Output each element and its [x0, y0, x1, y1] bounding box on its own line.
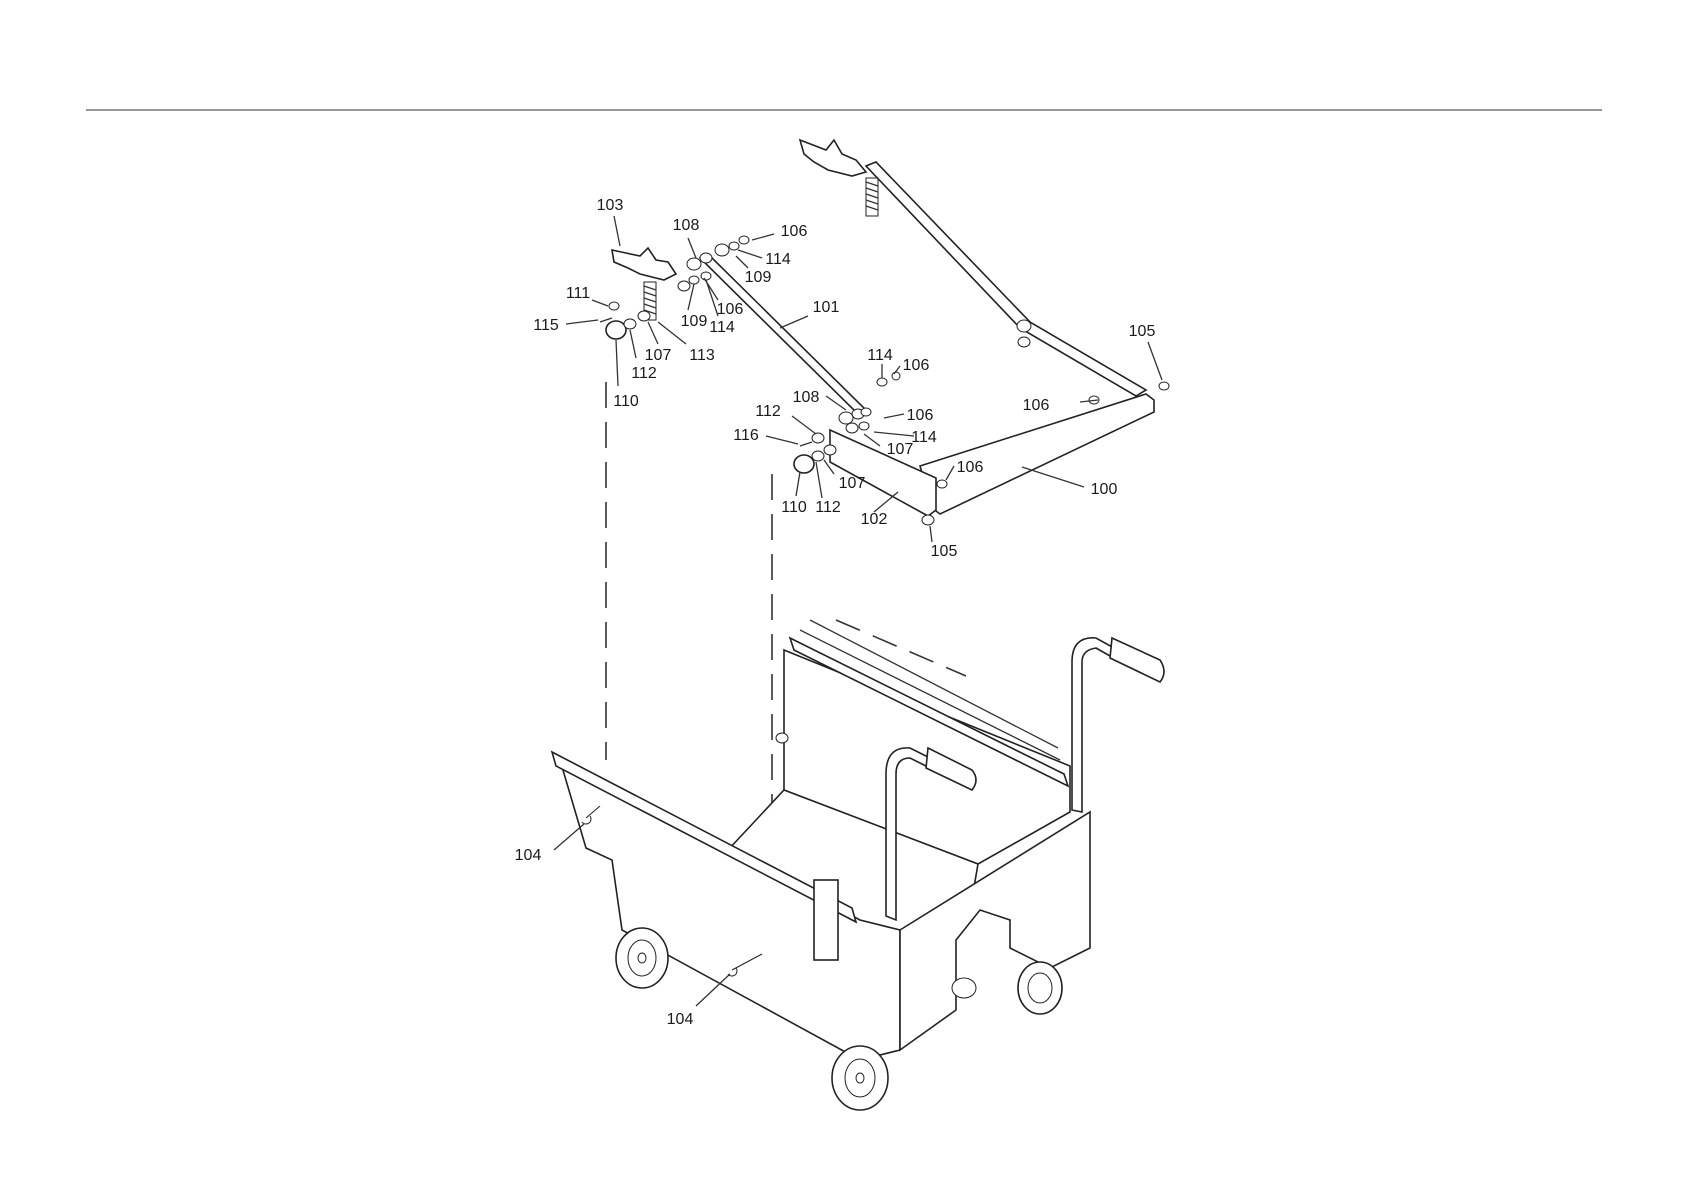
callout-109-top: 109: [745, 269, 772, 286]
callout-101: 101: [813, 299, 840, 316]
callout-107-lower: 107: [839, 475, 866, 492]
hinge-plate-right: [800, 140, 866, 176]
link-right: [1020, 322, 1146, 396]
callout-115: 115: [533, 317, 559, 334]
callout-110-lower: 110: [781, 499, 807, 516]
handle-rear: [1072, 638, 1114, 812]
linkage-assembly: [600, 140, 1169, 525]
callout-106-frame: 106: [1023, 397, 1050, 414]
callout-112-lower: 112: [815, 499, 841, 516]
callout-107-mid: 107: [887, 441, 914, 458]
grip-rear: [1110, 638, 1164, 682]
callout-107-left: 107: [645, 347, 672, 364]
bolt-cart: [776, 733, 788, 743]
hinge-bracket: [814, 880, 838, 960]
callout-108-mid: 108: [793, 389, 820, 406]
callout-108-top: 108: [673, 217, 700, 234]
callout-113: 113: [689, 347, 715, 364]
callout-100: 100: [1091, 481, 1118, 498]
spring-right: [866, 178, 878, 216]
callout-106-right: 106: [907, 407, 934, 424]
callout-114-right: 114: [911, 429, 937, 446]
callout-106-top: 106: [781, 223, 808, 240]
bolt-105-front: [922, 515, 934, 525]
callout-112-mid: 112: [755, 403, 781, 420]
callout-103: 103: [597, 197, 624, 214]
callout-104-lower: 104: [667, 1011, 694, 1028]
callout-106-front: 106: [957, 459, 984, 476]
callout-114-mid: 114: [867, 347, 893, 364]
callout-104-upper: 104: [515, 847, 542, 864]
callout-109-left: 109: [681, 313, 708, 330]
callout-114-top: 114: [765, 251, 791, 268]
cart-body: [552, 620, 1164, 1110]
callout-110-left: 110: [613, 393, 639, 410]
callout-105-rear: 105: [1129, 323, 1156, 340]
wheel-rear-left: [952, 978, 976, 998]
callout-102: 102: [861, 511, 888, 528]
wheel-front-left: [616, 928, 668, 988]
arm-right: [866, 162, 1030, 328]
callout-106-left: 106: [717, 301, 744, 318]
washer-cluster-left: [600, 302, 650, 339]
callout-114-left: 114: [709, 319, 735, 336]
callout-105-front: 105: [931, 543, 958, 560]
pivot-right: [1017, 320, 1031, 332]
pivot-right-b: [1018, 337, 1030, 347]
bolt-105-rear: [1159, 382, 1169, 390]
callout-111: 111: [566, 285, 590, 302]
wheel-front-right: [832, 1046, 888, 1110]
callout-116: 116: [733, 427, 759, 444]
nut-106-front: [937, 480, 947, 488]
hinge-plate-103: [612, 248, 676, 280]
wheel-rear-right: [1018, 962, 1062, 1014]
callout-112-left: 112: [631, 365, 657, 382]
callout-106-mid: 106: [903, 357, 930, 374]
